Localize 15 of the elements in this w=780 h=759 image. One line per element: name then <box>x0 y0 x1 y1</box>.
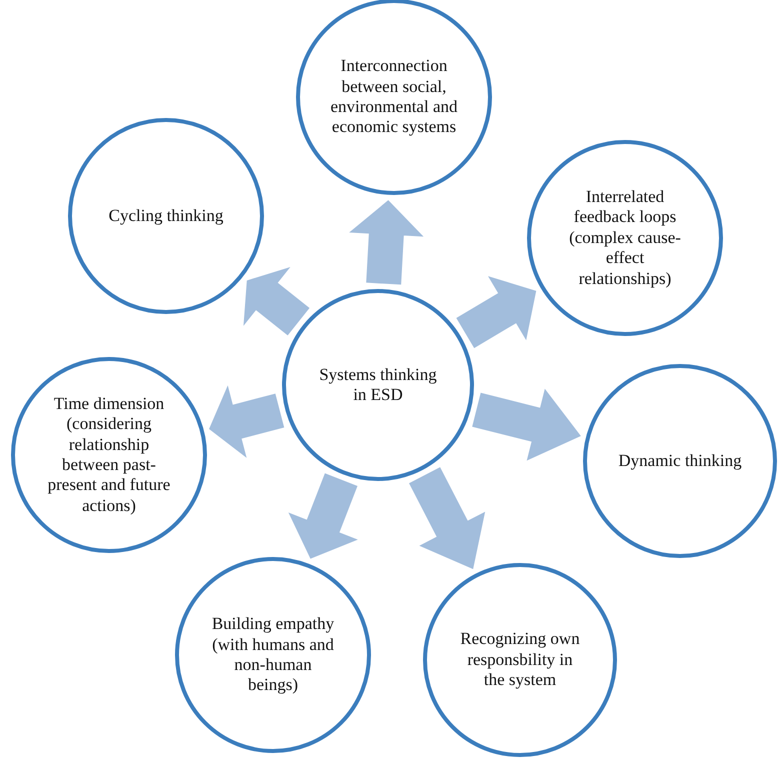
block-arrow <box>456 276 536 348</box>
node-text: Recognizing own responsbility in the system <box>459 629 581 691</box>
node-text: Systems thinking in ESD <box>318 364 438 406</box>
node-text: Building empathy (with humans and non-human beings) <box>210 614 336 696</box>
block-arrow <box>243 267 310 336</box>
node-text: Dynamic thinking <box>617 450 743 472</box>
node-text: Interrelated feedback loops (complex cause-effect relationships) <box>568 187 682 289</box>
block-arrow <box>472 388 581 461</box>
block-arrow <box>409 467 486 570</box>
node-text: Interconnection between social, environmental and economic systems <box>330 56 458 138</box>
block-arrow <box>288 473 358 559</box>
node-text: Time dimension (considering relationship between past-present and future actions) <box>46 394 172 516</box>
node-text: Cycling thinking <box>108 206 224 226</box>
block-arrow <box>349 200 424 285</box>
block-arrow <box>209 385 284 458</box>
